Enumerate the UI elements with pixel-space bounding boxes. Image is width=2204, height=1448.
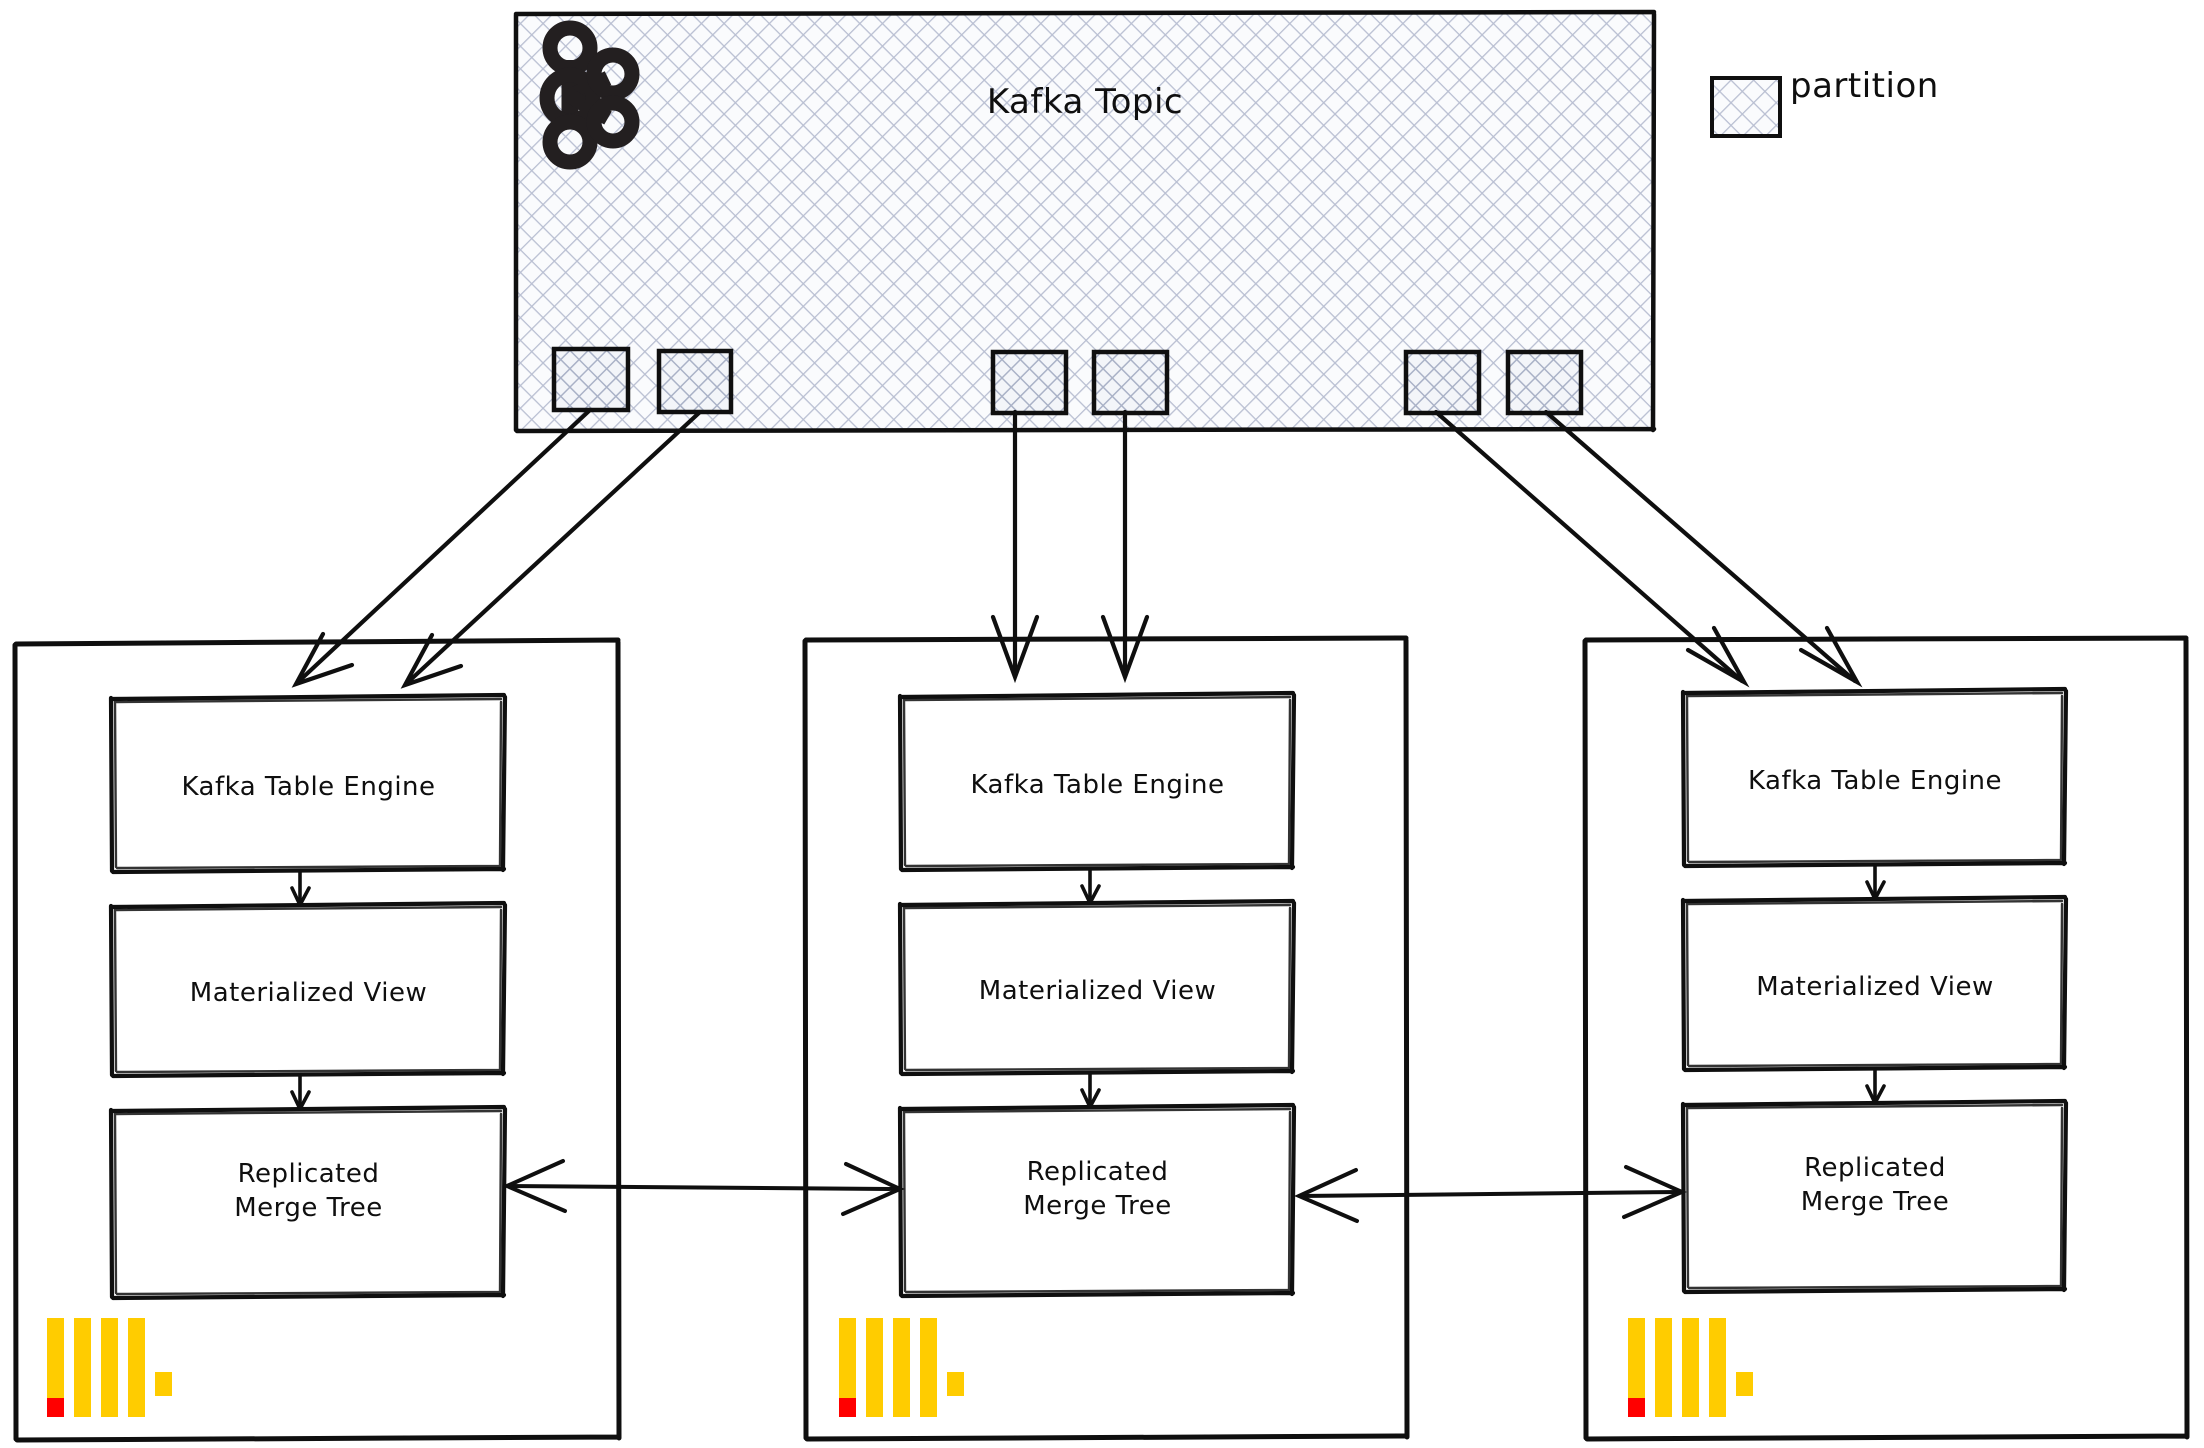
clickhouse-node-1[interactable] <box>12 637 622 1443</box>
node-1-replicated-merge-tree-box[interactable] <box>108 1104 508 1301</box>
clickhouse-node-3[interactable] <box>1582 635 2190 1442</box>
ingest-arrows <box>291 407 1863 689</box>
node-1-kafka-table-engine-box[interactable] <box>108 692 508 875</box>
partition-box <box>1091 349 1170 416</box>
ingest-arrow <box>400 409 703 689</box>
kafka-topic-border <box>513 9 1657 434</box>
kafka-logo <box>539 20 640 170</box>
partition-hatch-swatch <box>1710 76 1782 138</box>
node-3-replicated-merge-tree-box[interactable] <box>1680 1098 2069 1295</box>
partition-box <box>551 346 631 413</box>
node-2-arrow-view-to-mergetree <box>1080 1072 1101 1112</box>
node-1-arrow-engine-to-view <box>290 870 311 910</box>
node-3-kafka-table-engine-box[interactable] <box>1680 686 2069 869</box>
node-1-border <box>12 637 622 1443</box>
node-2-replicated-merge-tree-box[interactable] <box>897 1102 1297 1299</box>
node-3-border <box>1582 635 2190 1442</box>
partition-box <box>656 348 734 415</box>
node-1-materialized-view-box[interactable] <box>108 900 508 1079</box>
node-3-materialized-view-box[interactable] <box>1680 894 2069 1073</box>
clickhouse-node-2[interactable] <box>802 635 1410 1442</box>
partition-box <box>1505 349 1584 416</box>
partition-boxes[interactable] <box>551 346 1584 416</box>
replication-arrow-node1-node2 <box>502 1159 905 1216</box>
replication-arrows <box>502 1159 1687 1223</box>
node-2-clickhouse-logo <box>839 1318 964 1417</box>
node-2-kafka-table-engine-box[interactable] <box>897 690 1297 873</box>
ingest-arrow <box>1433 409 1750 688</box>
ingest-arrow <box>291 407 593 688</box>
node-1-clickhouse-logo <box>47 1318 172 1417</box>
legend <box>1710 76 1782 138</box>
node-1-arrow-view-to-mergetree <box>290 1074 311 1114</box>
node-3-clickhouse-logo <box>1628 1318 1753 1417</box>
partition-box <box>1403 349 1482 416</box>
node-2-arrow-engine-to-view <box>1080 868 1101 908</box>
ingest-arrow <box>1543 409 1863 688</box>
node-2-border <box>802 635 1410 1442</box>
node-2-materialized-view-box[interactable] <box>897 898 1297 1077</box>
partition-box <box>990 349 1069 416</box>
node-3-arrow-engine-to-view <box>1865 864 1886 904</box>
replication-arrow-node2-node3 <box>1294 1165 1687 1223</box>
node-3-arrow-view-to-mergetree <box>1865 1068 1886 1108</box>
